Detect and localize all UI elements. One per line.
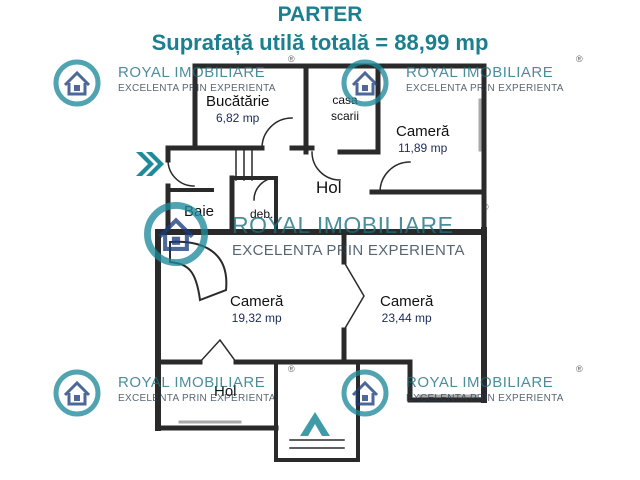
- wall-room-top: [375, 63, 487, 233]
- room-name: Cameră: [396, 123, 450, 140]
- brand-imobiliare: IMOBILIARE: [462, 374, 554, 391]
- door-swing-lower-2: [198, 338, 238, 364]
- watermark: ROYAL IMOBILIARE EXCELENTA PRIN EXPERIEN…: [340, 54, 600, 108]
- room-name: Hol: [316, 178, 342, 197]
- door-swing-entrance: [167, 159, 195, 187]
- page-subtitle: Suprafață utilă totală = 88,99 mp: [151, 30, 489, 55]
- brand-imobiliare: IMOBILIARE: [174, 64, 266, 81]
- brand-imobiliare: IMOBILIARE: [316, 212, 454, 238]
- watermark: ROYAL IMOBILIARE EXCELENTA PRIN EXPERIEN…: [340, 364, 600, 418]
- brand-imobiliare: IMOBILIARE: [462, 64, 554, 81]
- watermark: ROYAL IMOBILIARE EXCELENTA PRIN EXPERIEN…: [52, 54, 312, 108]
- brand-imobiliare: IMOBILIARE: [174, 374, 266, 391]
- entrance-arrow-icon: [136, 152, 164, 176]
- room-camera-top-right: Cameră 11,89 mp: [396, 124, 449, 156]
- registered-mark: ®: [482, 202, 489, 212]
- stair-lines: [235, 149, 253, 181]
- brand-royal: ROYAL: [118, 374, 170, 391]
- page-title: PARTER: [277, 3, 363, 26]
- wall-lower-bottom-right: [407, 359, 487, 403]
- room-name: deb.: [250, 207, 274, 221]
- brand-royal: ROYAL: [406, 374, 458, 391]
- royal-logo-icon: [341, 59, 389, 107]
- royal-logo-icon: [53, 369, 101, 417]
- room-hol-bottom: Hol: [214, 384, 237, 400]
- triangle-logo-icon: [300, 412, 330, 436]
- room-name: Bucătărie: [206, 93, 270, 110]
- room-name: Hol: [214, 383, 237, 400]
- brand-royal: ROYAL: [232, 212, 310, 238]
- room-camera-left: Cameră 19,32 mp: [230, 294, 283, 326]
- door-swing-lower-1: [342, 260, 365, 332]
- brand-slogan: EXCELENTA PRIN EXPERIENTA: [406, 393, 564, 404]
- royal-logo-icon: [341, 369, 389, 417]
- watermark-center: ROYAL IMOBILIARE EXCELENTA PRIN EXPERIEN…: [142, 200, 492, 270]
- porch-steps: [289, 439, 345, 449]
- room-area: 19,32 mp: [231, 311, 282, 325]
- door-swing-stair: [311, 151, 341, 181]
- watermark: ROYAL IMOBILIARE EXCELENTA PRIN EXPERIEN…: [52, 364, 312, 418]
- room-area: 11,89 mp: [398, 141, 448, 155]
- room-name: Cameră: [230, 293, 284, 310]
- registered-mark: ®: [576, 54, 583, 64]
- brand-slogan: EXCELENTA PRIN EXPERIENTA: [118, 393, 276, 404]
- room-area: 6,82 mp: [216, 111, 260, 125]
- door-swing-kitchen: [261, 117, 293, 149]
- room-name: Cameră: [380, 293, 434, 310]
- brand-royal: ROYAL: [118, 64, 170, 81]
- room-debara: deb.: [250, 206, 273, 222]
- brand-royal: ROYAL: [406, 64, 458, 81]
- royal-logo-icon: [144, 202, 208, 266]
- brand-slogan: EXCELENTA PRIN EXPERIENTA: [406, 83, 564, 94]
- registered-mark: ®: [576, 364, 583, 374]
- royal-logo-icon: [53, 59, 101, 107]
- room-camera-right: Cameră 23,44 mp: [380, 294, 433, 326]
- room-bucatarie: Bucătărie 6,82 mp: [206, 94, 269, 126]
- door-swing-deb: [253, 177, 277, 201]
- wall-porch: [274, 426, 360, 462]
- room-hol: Hol: [316, 178, 342, 197]
- registered-mark: ®: [288, 364, 295, 374]
- registered-mark: ®: [288, 54, 295, 64]
- brand-slogan: EXCELENTA PRIN EXPERIENTA: [118, 83, 276, 94]
- door-swing-room: [379, 161, 411, 193]
- room-area: 23,44 mp: [381, 311, 432, 325]
- brand-slogan: EXCELENTA PRIN EXPERIENTA: [232, 242, 465, 259]
